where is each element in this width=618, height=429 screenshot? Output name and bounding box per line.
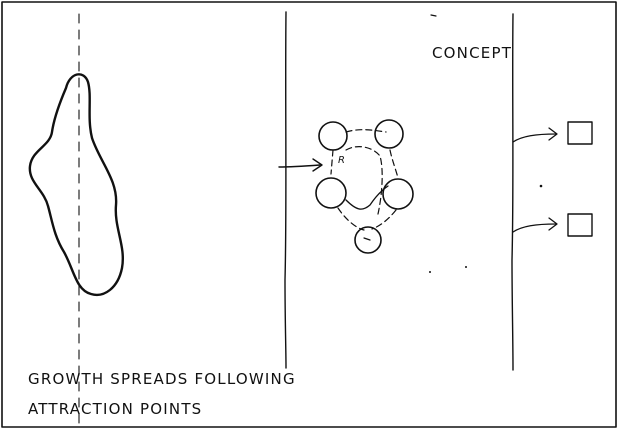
- network-node-mid-left: [316, 178, 346, 208]
- output-box-bottom: [568, 214, 592, 236]
- caption-line-1: GROWTH SPREADS FOLLOWING: [28, 370, 296, 388]
- network-node-mid-right: [383, 179, 413, 209]
- network-node-top-left: [319, 122, 347, 150]
- panel-divider-right: [512, 14, 513, 370]
- network-node-mark: R: [338, 155, 346, 166]
- caption-line-2: ATTRACTION POINTS: [28, 400, 202, 418]
- network-link-inner: [346, 147, 382, 214]
- network-link-3: [390, 150, 398, 178]
- stray-dash: [431, 15, 436, 16]
- arrow-to-network: [279, 165, 320, 167]
- network-link-2: [331, 150, 333, 174]
- network-node-bottom-tick: [364, 238, 370, 240]
- concept-heading: CONCEPT: [432, 44, 512, 62]
- network-node-top-right: [375, 120, 403, 148]
- network-link-1: [346, 130, 386, 132]
- stray-dot-1: [540, 185, 543, 188]
- organic-growth-blob: [30, 74, 123, 295]
- network-node-bottom: [355, 227, 381, 253]
- panel-divider-left: [285, 12, 286, 368]
- network-link-4: [338, 208, 364, 230]
- output-arrow-bottom: [513, 224, 556, 232]
- stray-dot-2: [429, 271, 431, 273]
- output-arrow-top: [513, 134, 556, 142]
- stray-dot-3: [465, 266, 467, 268]
- network-link-5: [372, 210, 396, 229]
- output-box-top: [568, 122, 592, 144]
